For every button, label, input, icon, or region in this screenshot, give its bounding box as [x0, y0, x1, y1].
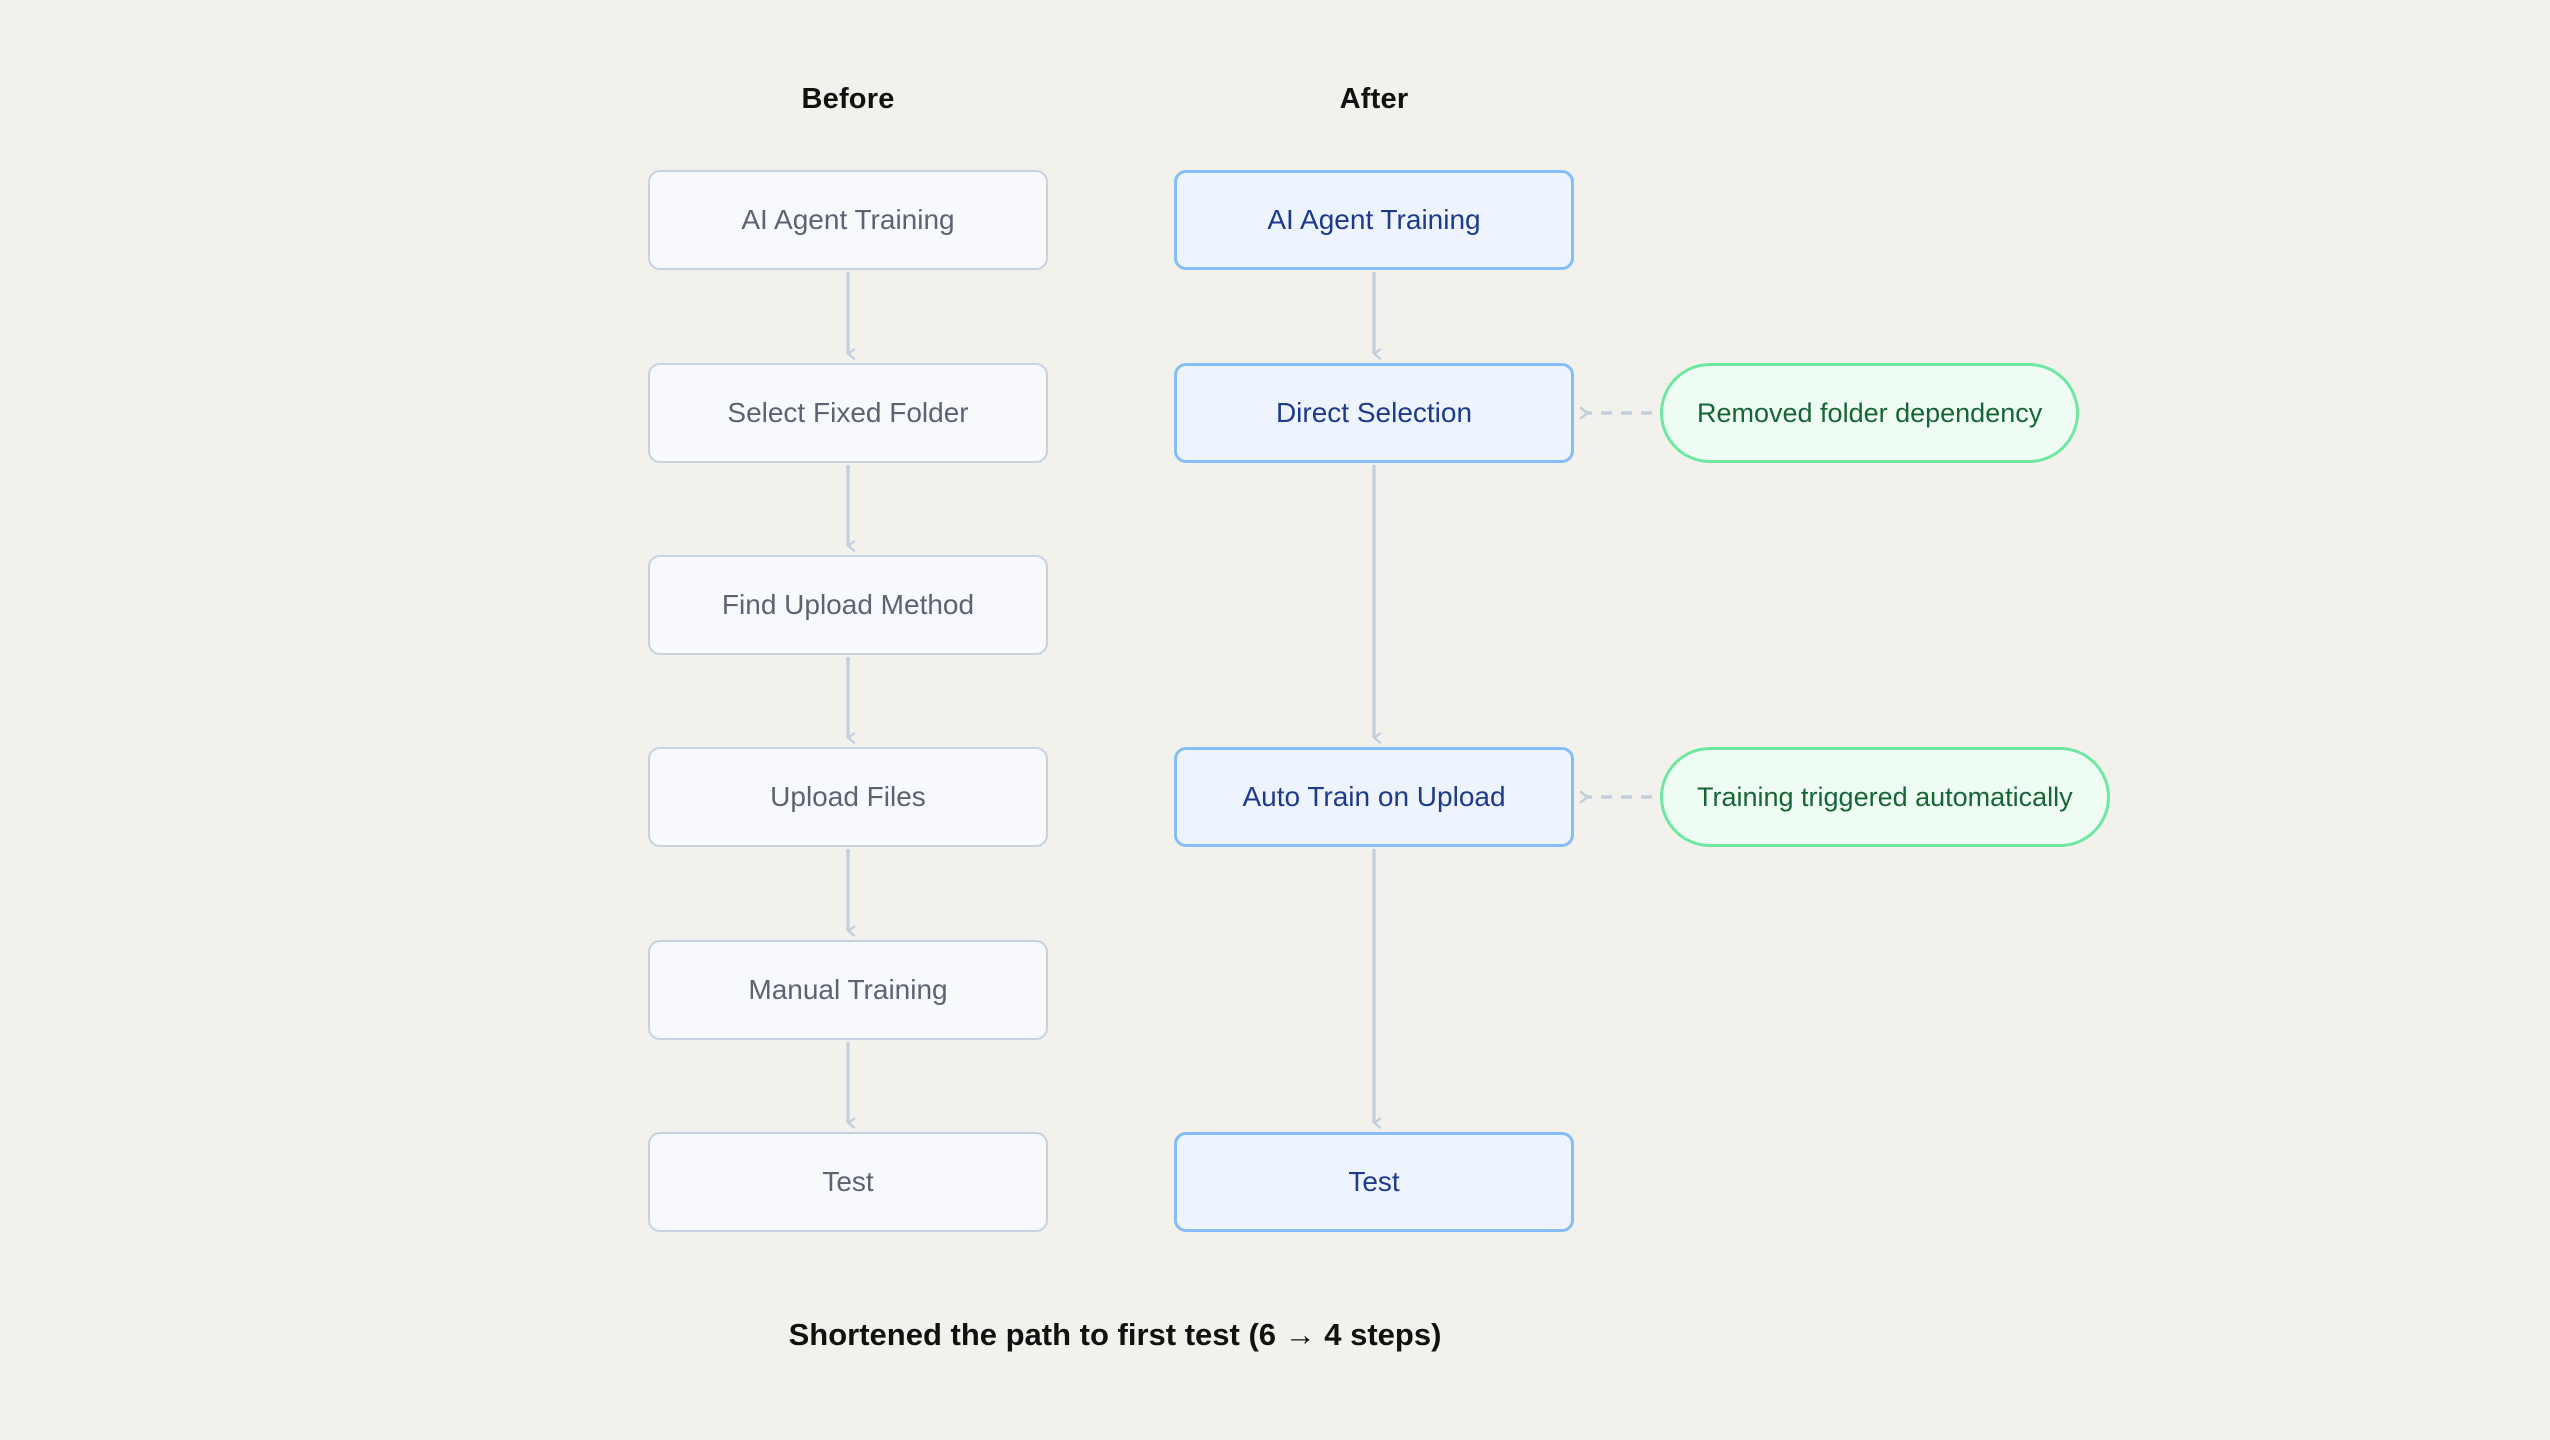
node-label: AI Agent Training: [1267, 204, 1481, 235]
annotation-label: Removed folder dependency: [1697, 397, 2043, 428]
before-node-test[interactable]: Test: [648, 1132, 1048, 1232]
before-node-manual-training[interactable]: Manual Training: [648, 940, 1048, 1040]
before-node-find-upload-method[interactable]: Find Upload Method: [648, 555, 1048, 655]
after-node-test[interactable]: Test: [1174, 1132, 1574, 1232]
node-label: Direct Selection: [1275, 397, 1473, 428]
node-label: Test: [1348, 1166, 1400, 1197]
column-header-after: After: [1339, 83, 1409, 115]
node-label: Manual Training: [748, 974, 948, 1005]
diagram-caption: Shortened the path to first test (6 → 4 …: [788, 1317, 1442, 1352]
before-node-ai-agent-training[interactable]: AI Agent Training: [648, 170, 1048, 270]
annotation-removed-folder-dependency[interactable]: Removed folder dependency: [1660, 363, 2080, 463]
after-node-direct-selection[interactable]: Direct Selection: [1174, 363, 1574, 463]
node-label: Upload Files: [770, 781, 926, 812]
node-label: Select Fixed Folder: [727, 397, 969, 428]
after-node-ai-agent-training[interactable]: AI Agent Training: [1174, 170, 1574, 270]
before-node-upload-files[interactable]: Upload Files: [648, 747, 1048, 847]
node-label: Find Upload Method: [721, 589, 975, 620]
annotation-label: Training triggered automatically: [1697, 781, 2073, 812]
column-header-before: Before: [801, 83, 895, 115]
after-node-auto-train-on-upload[interactable]: Auto Train on Upload: [1174, 747, 1574, 847]
node-label: AI Agent Training: [741, 204, 955, 235]
annotation-training-triggered-automatically[interactable]: Training triggered automatically: [1660, 747, 2110, 847]
node-label: Auto Train on Upload: [1242, 781, 1506, 812]
before-node-select-fixed-folder[interactable]: Select Fixed Folder: [648, 363, 1048, 463]
node-label: Test: [822, 1166, 874, 1197]
